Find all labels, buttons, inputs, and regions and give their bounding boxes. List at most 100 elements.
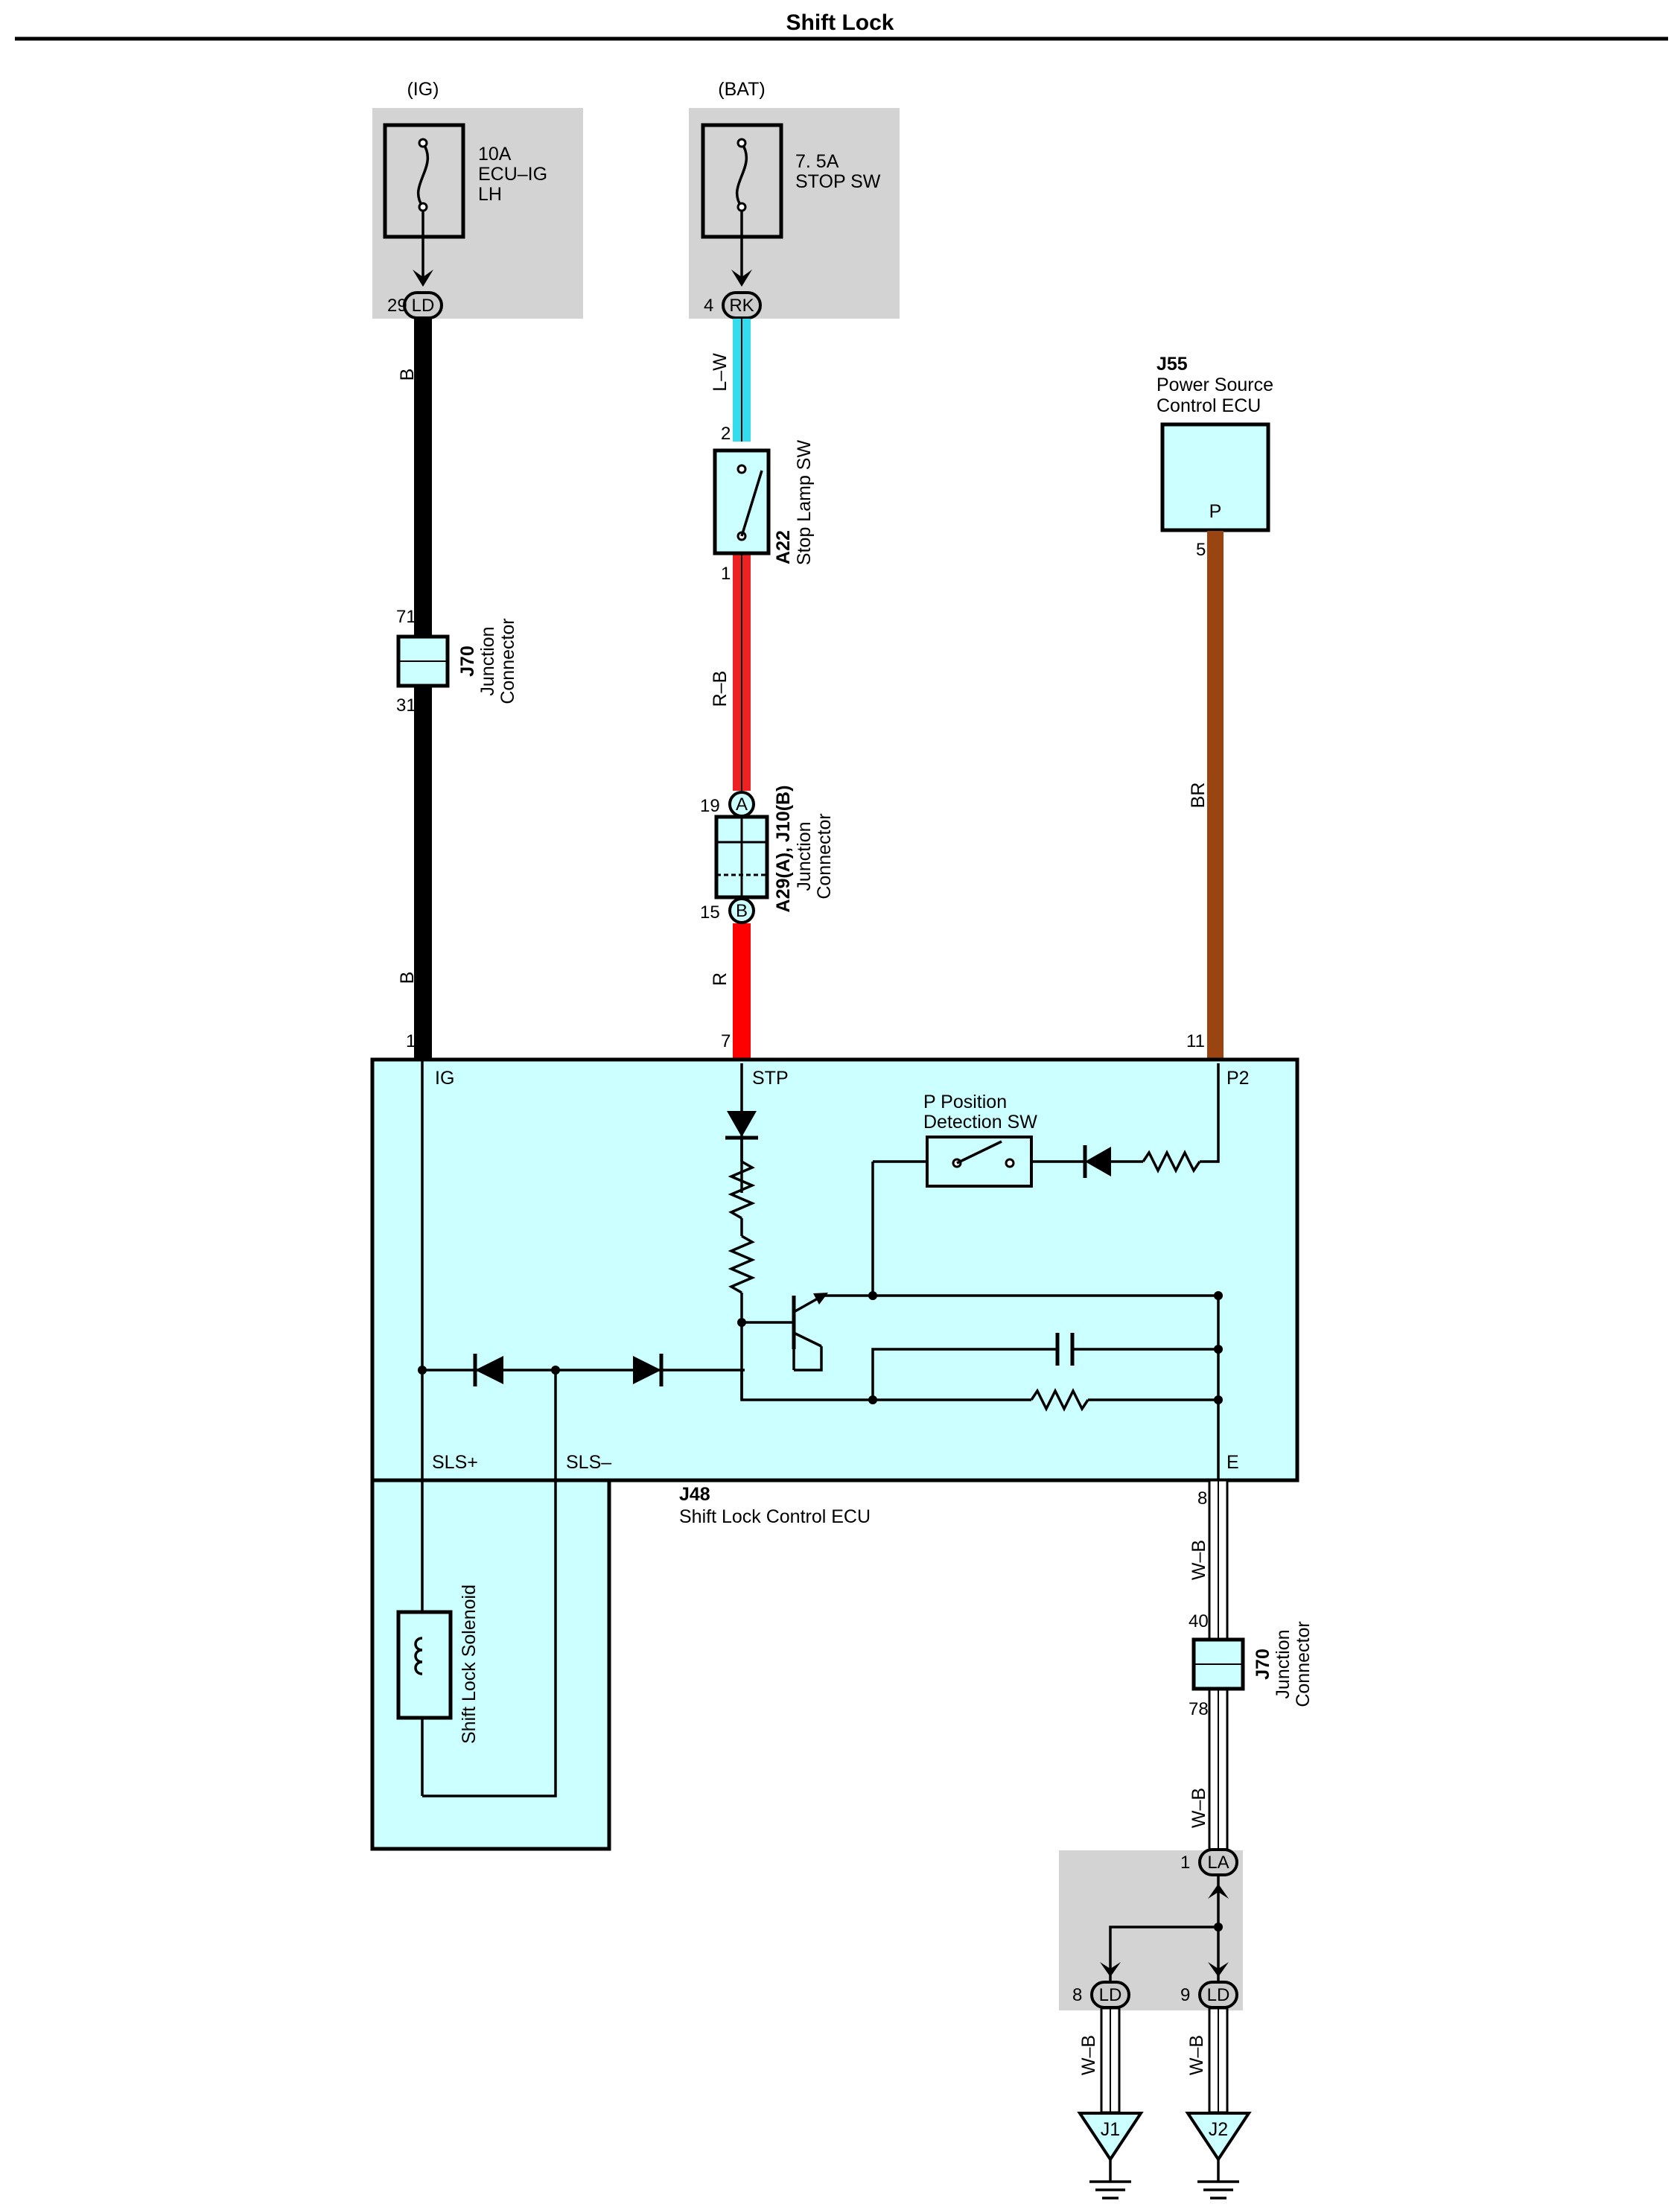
ground-j2-triangle [1185,2112,1252,2162]
svg-text:Power Source: Power Source [1156,375,1273,395]
ground-wire-j2: W–B J2 [1185,2007,1252,2200]
fuse-ig-name2: LH [478,184,502,205]
junction-j70-ig-id: J70 [457,646,478,677]
terminal-sls-plus: SLS+ [432,1452,478,1473]
wire-ig-upper-label: B [397,369,418,381]
fuse-ig-source: (IG) [407,79,439,100]
terminal-stp: STP [752,1068,789,1089]
p-diode-icon [1085,1147,1111,1176]
fuse-bat-connector [722,291,762,319]
ground-wire-j1: W–B J1 [1077,2007,1144,2200]
diode-2-icon [633,1356,661,1384]
fuse-ig-icon [417,142,429,208]
svg-text:Connector: Connector [1293,1621,1314,1707]
svg-text:8: 8 [1197,1488,1207,1509]
stp-diode-icon [727,1111,757,1137]
p-position-label-2: Detection SW [923,1112,1037,1133]
fuse-ig-rating: 10A [478,144,512,165]
fuse-ig-group: (IG) 10A ECU–IG LH LD 29 [372,79,583,319]
ground-j1-triangle [1077,2112,1144,2162]
svg-text:40: 40 [1189,1611,1209,1631]
svg-text:Junction: Junction [477,626,498,695]
wire-p2: BR [1188,531,1224,1063]
junction-j70-e-id: J70 [1253,1649,1273,1680]
ground-j1-label: J1 [1101,2119,1120,2140]
ground-j2-label: J2 [1209,2119,1228,2140]
svg-text:78: 78 [1189,1699,1209,1719]
wire-e-lower-label: W–B [1189,1788,1209,1828]
solenoid-coil-icon [414,1637,423,1675]
fuse-ig-pin: 29 [387,296,407,316]
svg-text:8: 8 [1072,1985,1082,2005]
wire-ig-lower-label: B [397,972,418,984]
wire-stp-top-label: L–W [710,353,731,392]
resistor-2-icon [728,1235,756,1294]
wire-stp-mid-label: R–B [710,671,731,707]
wire-ig: B B [397,319,432,1063]
svg-text:Connector: Connector [497,618,518,704]
resistor-4-icon [1030,1388,1089,1412]
svg-text:1: 1 [721,564,731,584]
ground-icon [1089,2180,1131,2200]
stop-lamp-switch-name: Stop Lamp SW [794,440,815,566]
fuse-bat-connector-label: RK [729,296,754,316]
wire-p2-label: BR [1188,783,1209,809]
shift-lock-ecu: 1 7 11 IG STP P2 SLS+ SLS– E J48 Shift L… [370,1031,1299,1851]
svg-text:Junction: Junction [1273,1629,1294,1698]
fuse-bat-icon [736,142,748,208]
resistor-1-icon [728,1160,756,1220]
shift-lock-solenoid: Shift Lock Solenoid [396,1585,480,1744]
fuse-bat-rating: 7. 5A [795,151,839,172]
terminal-e: E [1226,1452,1239,1473]
svg-text:5: 5 [1196,540,1206,560]
svg-text:LA: LA [1207,1853,1229,1873]
stop-lamp-switch-id: A22 [773,530,794,564]
junction-a29-j10: A B 19 15 A29(A), J10(B) Junction Connec… [700,786,835,924]
svg-text:Control ECU: Control ECU [1156,395,1261,416]
transistor-icon [742,1293,873,1372]
fuse-bat-name: STOP SW [795,171,881,192]
power-ecu-id: J55 [1156,354,1188,375]
fuse-bat-pin: 4 [704,296,713,316]
fuse-ig-name: ECU–IG [478,164,547,185]
svg-text:Junction: Junction [794,821,815,891]
svg-text:9: 9 [1180,1985,1190,2005]
svg-text:7: 7 [721,1031,731,1051]
junction-j70-e: 40 78 J70 Junction Connector [1189,1611,1314,1719]
svg-text:W–B: W–B [1186,2035,1207,2075]
fuse-ig-connector [403,291,443,319]
wire-stp: L–W R–B R [710,319,751,1063]
svg-text:1: 1 [406,1031,416,1051]
diagram-title: Shift Lock [786,10,894,35]
ecu-id: J48 [679,1484,710,1505]
fuse-bat-group: (BAT) 7. 5A STOP SW RK 4 [689,79,900,319]
svg-text:A: A [736,794,748,815]
svg-text:B: B [736,901,748,921]
svg-text:2: 2 [721,424,731,444]
stop-lamp-switch: 2 1 A22 Stop Lamp SW [713,424,815,584]
ground-icon [1197,2180,1239,2200]
ground-block: LA 1 LD 8 LD 9 [1059,1848,1243,2010]
diode-1-icon [475,1356,503,1384]
svg-text:LD: LD [1207,1985,1230,2005]
terminal-ig: IG [435,1068,454,1089]
svg-text:LD: LD [1099,1985,1122,2005]
power-ecu-terminal: P [1209,501,1222,522]
svg-text:W–B: W–B [1078,2035,1099,2075]
fuse-ig-connector-label: LD [412,296,435,316]
svg-text:31: 31 [396,695,416,716]
p-position-label-1: P Position [923,1092,1007,1112]
svg-text:71: 71 [396,607,416,627]
fuse-bat-source: (BAT) [718,79,765,100]
junction-a29-j10-id: A29(A), J10(B) [773,786,794,913]
wire-e-upper-label: W–B [1189,1540,1209,1580]
power-source-ecu: J55 Power Source Control ECU P 5 [1156,354,1273,560]
svg-text:19: 19 [700,796,720,816]
terminal-sls-minus: SLS– [566,1452,611,1473]
ecu-name: Shift Lock Control ECU [679,1506,871,1527]
solenoid-label: Shift Lock Solenoid [459,1585,480,1744]
wire-stp-low-label: R [710,972,731,986]
svg-text:1: 1 [1180,1853,1190,1873]
junction-j70-ig: 71 31 J70 Junction Connector [396,607,518,716]
